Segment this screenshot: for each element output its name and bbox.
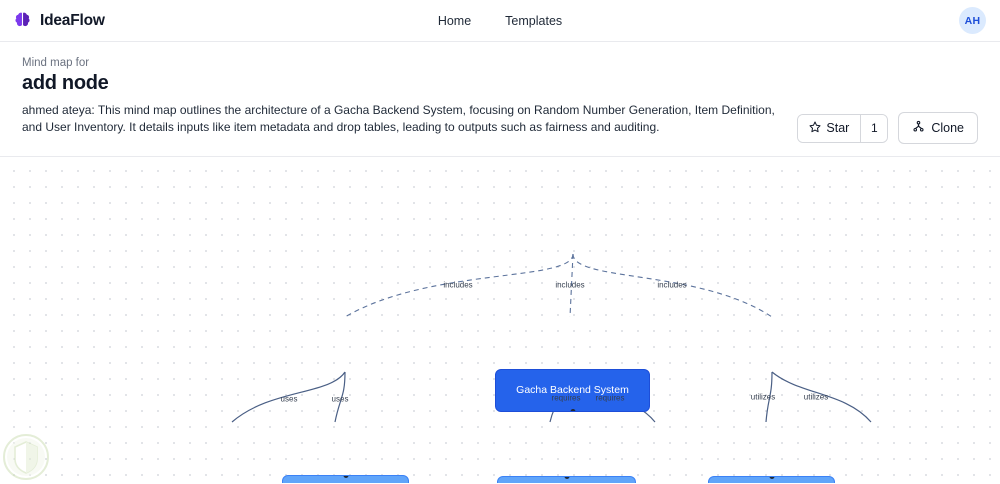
page-description: ahmed ateya: This mind map outlines the …: [22, 103, 775, 134]
header-actions: Star 1 Clone: [797, 112, 978, 144]
node-handle-top[interactable]: [564, 477, 569, 479]
edge-label-includes-inv: includes: [657, 280, 687, 290]
node-handle-bottom[interactable]: [570, 409, 575, 411]
star-count[interactable]: 1: [860, 114, 888, 142]
edge-label-includes-item: includes: [555, 280, 585, 290]
clone-button-label: Clone: [931, 121, 964, 135]
main-nav-links: Home Templates: [0, 14, 1000, 28]
mindmap-canvas[interactable]: Gacha Backend System Random Number Gener…: [0, 157, 1000, 483]
page-header: Mind map for add node ahmed ateya: This …: [0, 42, 1000, 157]
star-icon: [809, 121, 821, 136]
mindmap-node-random-number-generation[interactable]: Random Number Generation: [282, 475, 409, 483]
breadcrumb-eyebrow: Mind map for: [22, 57, 90, 69]
node-label: Gacha Backend System: [516, 384, 629, 396]
edge-label-utilizes-log: utilizes: [803, 392, 829, 402]
star-button[interactable]: Star: [798, 114, 861, 142]
mindmap-node-root[interactable]: Gacha Backend System: [495, 369, 650, 412]
top-navigation-bar: IdeaFlow Home Templates AH: [0, 0, 1000, 42]
mindmap-node-user-inventory[interactable]: User Inventory Management: [708, 476, 835, 483]
brain-icon: [13, 11, 32, 30]
nav-item-templates[interactable]: Templates: [505, 13, 563, 28]
user-avatar[interactable]: AH: [959, 7, 986, 34]
edge-label-uses-wp: uses: [280, 394, 298, 404]
avatar-initials: AH: [964, 14, 981, 27]
clone-button[interactable]: Clone: [898, 112, 978, 144]
node-handle-top[interactable]: [769, 477, 774, 479]
page-title: add node: [22, 72, 109, 94]
brand-name: IdeaFlow: [40, 11, 105, 29]
star-button-label: Star: [826, 121, 850, 135]
git-fork-icon: [912, 120, 925, 136]
edge-label-includes-rng: includes: [443, 280, 473, 290]
edge-label-uses-rng: uses: [331, 394, 349, 404]
nav-item-home[interactable]: Home: [437, 13, 472, 28]
node-handle-top[interactable]: [343, 476, 348, 478]
edge-label-utilizes-db: utilizes: [750, 392, 776, 402]
star-button-group: Star 1: [797, 113, 889, 143]
edge-label-requires-drop: requires: [595, 393, 625, 403]
mindmap-edges: [231, 253, 872, 423]
edge-label-requires-meta: requires: [551, 393, 581, 403]
mindmap-node-item-definition[interactable]: Item Definition & Configuration: [497, 476, 636, 483]
brand-logo-group[interactable]: IdeaFlow: [13, 11, 105, 30]
